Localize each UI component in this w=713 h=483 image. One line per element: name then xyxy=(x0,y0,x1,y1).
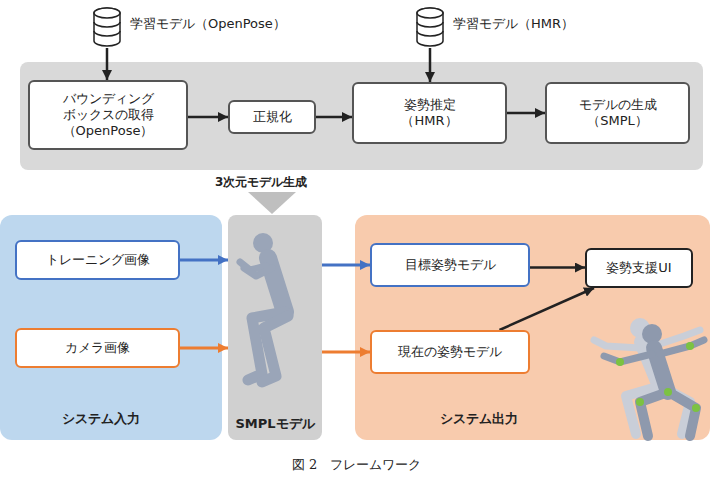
flow-arrow xyxy=(180,347,228,350)
flow-arrow xyxy=(507,112,545,115)
box-label: 現在の姿勢モデル xyxy=(398,344,502,360)
process-box: バウンディング ボックスの取得 （OpenPose） xyxy=(28,80,188,150)
box-label: カメラ画像 xyxy=(65,340,130,356)
smpl-figure xyxy=(240,233,288,382)
flow-arrow xyxy=(500,288,595,330)
region-fill xyxy=(355,215,710,440)
database-symbol xyxy=(92,6,122,48)
database-icon: 学習モデル（HMR） xyxy=(415,6,445,48)
region-title: システム出力 xyxy=(440,410,518,428)
process-box: 正規化 xyxy=(228,100,316,134)
region-title: SMPLモデル xyxy=(228,415,322,433)
flow-arrow xyxy=(188,116,228,119)
box-label: バウンディング ボックスの取得 （OpenPose） xyxy=(58,91,158,140)
flow-arrow xyxy=(530,266,585,269)
flow-arrow xyxy=(429,48,432,82)
flow-arrow xyxy=(106,48,109,80)
box-label: 姿勢推定 （HMR） xyxy=(390,97,470,130)
process-box: モデルの生成 （SMPL） xyxy=(545,82,690,144)
process-box: 姿勢推定 （HMR） xyxy=(352,82,507,144)
flow-arrow xyxy=(322,351,370,354)
box-label: 目標姿勢モデル xyxy=(405,257,496,273)
region-title: 3次元モデル生成 xyxy=(215,174,307,191)
pose-figure xyxy=(594,318,704,436)
input-box: トレーニング画像 xyxy=(15,240,180,280)
database-symbol xyxy=(415,6,445,48)
input-region: システム入力トレーニング画像カメラ画像 xyxy=(0,215,222,440)
output-box: 目標姿勢モデル xyxy=(370,243,530,287)
box-label: 姿勢支援UI xyxy=(606,260,671,276)
output-box: 現在の姿勢モデル xyxy=(370,330,530,374)
flow-arrow xyxy=(322,264,370,267)
figure-caption: 図 2 フレームワーク xyxy=(0,456,713,474)
region-fill xyxy=(0,215,222,440)
output-region: システム出力 目標姿勢モデル現在の姿勢モデル 姿勢支援UI xyxy=(355,215,710,440)
model-label: 学習モデル（OpenPose） xyxy=(130,15,286,33)
region-title: システム入力 xyxy=(62,410,140,428)
region-fill xyxy=(228,215,322,440)
box-label: 正規化 xyxy=(253,109,292,125)
flow-arrow xyxy=(316,116,352,119)
model-label: 学習モデル（HMR） xyxy=(453,15,574,33)
database-icon: 学習モデル（OpenPose） xyxy=(92,6,122,48)
region-layer xyxy=(0,62,710,440)
process-band: 3次元モデル生成バウンディング ボックスの取得 （OpenPose）正規化姿勢推… xyxy=(20,62,703,170)
ui-box: 姿勢支援UI xyxy=(585,248,693,288)
model-column: SMPLモデル xyxy=(228,215,322,440)
region-fill xyxy=(20,62,703,170)
flow-arrow xyxy=(180,259,228,262)
input-box: カメラ画像 xyxy=(15,328,180,368)
box-label: モデルの生成 （SMPL） xyxy=(573,97,663,130)
callout-triangle xyxy=(248,192,296,214)
box-label: トレーニング画像 xyxy=(46,252,150,268)
